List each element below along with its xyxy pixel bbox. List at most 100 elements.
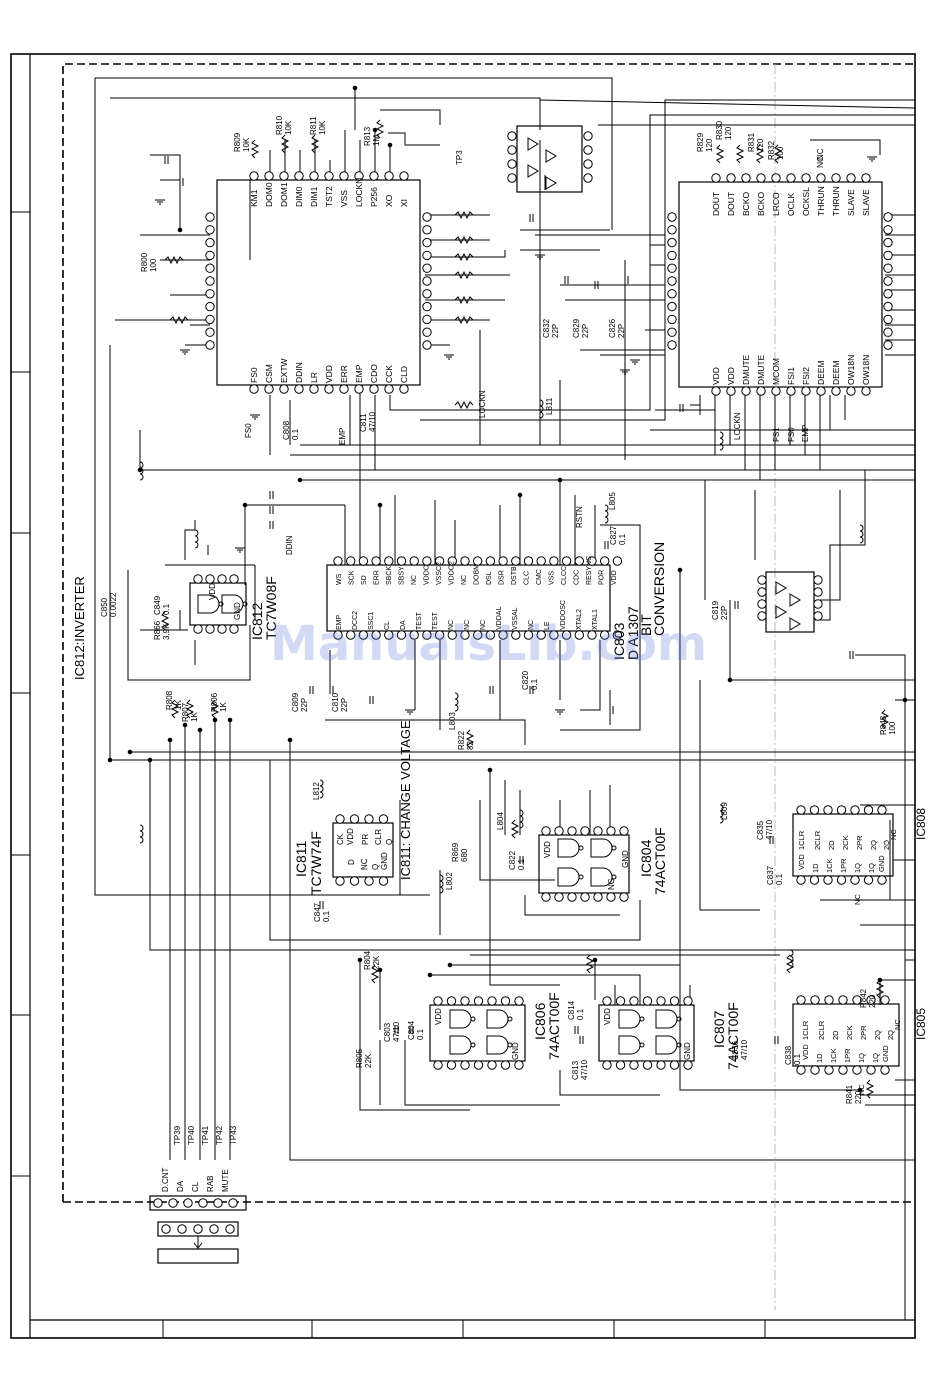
ic804-vdd-label: VDD bbox=[543, 841, 552, 858]
ic808a-bottom-pin-4 bbox=[850, 875, 860, 885]
sw1-buffer-0 bbox=[527, 137, 539, 151]
resistor-h-3 bbox=[454, 270, 474, 280]
inductor-label-2: L803 bbox=[448, 712, 457, 730]
ic808a-pin-label-13: NC bbox=[853, 894, 862, 905]
dsp-bottom-pin-6 bbox=[339, 384, 349, 394]
ic807-top-pin-1 bbox=[615, 996, 626, 1006]
resistor-v-2 bbox=[185, 699, 195, 719]
wiring-network bbox=[94, 77, 916, 1320]
ic803-top-pin-14 bbox=[511, 556, 521, 566]
ic803-top-pin-1 bbox=[346, 556, 356, 566]
wire-61 bbox=[404, 1040, 560, 1106]
ic803-top-pin-label-2: SD bbox=[361, 575, 368, 585]
ground-9 bbox=[555, 709, 565, 715]
wire-78 bbox=[479, 800, 555, 881]
connector-mid-pin-0 bbox=[161, 1224, 171, 1234]
resistor-value-13: 82 bbox=[466, 741, 475, 750]
ic808a-pin-label-3: 2D bbox=[827, 840, 836, 850]
resistor-value-16: 22K bbox=[372, 955, 381, 970]
ic803-top-pin-11 bbox=[473, 556, 483, 566]
ic803-top-pin-2 bbox=[358, 556, 369, 566]
dac-left-pin-9 bbox=[667, 327, 677, 337]
ic803-bottom-pin-20 bbox=[587, 630, 597, 640]
test-point-label-5: TP43 bbox=[229, 1125, 238, 1145]
dac-right-pin-8 bbox=[883, 314, 893, 325]
capacitor-ref-15: C837 bbox=[766, 865, 775, 885]
resistor-value-4: 100 bbox=[149, 258, 158, 272]
wire-0 bbox=[94, 78, 430, 896]
net-label-4: FS1 bbox=[772, 427, 781, 442]
ic803-top-pin-label-22: VDD bbox=[611, 570, 618, 585]
inductor-label-0: L811 bbox=[545, 397, 554, 415]
wire-58 bbox=[359, 960, 470, 1111]
dac-top-pin-label-10: SLAVE bbox=[861, 189, 871, 216]
dac-left-pin-2 bbox=[667, 237, 677, 248]
dac-bottom-pin-label-6: FSI2 bbox=[801, 367, 811, 385]
dsp-right-pin-8 bbox=[422, 314, 432, 325]
dsp-top-pin-5 bbox=[324, 171, 334, 181]
dac-left-pin-4 bbox=[667, 263, 677, 273]
ground-4 bbox=[630, 359, 640, 365]
ic803-bottom-pin-label-9: NC bbox=[480, 620, 487, 630]
connector-mid-pin-4 bbox=[225, 1224, 235, 1234]
ic808a-pin-label-9: 1CK bbox=[825, 858, 834, 873]
ic811-pin-label-2: PR bbox=[361, 834, 370, 845]
ic803-a1307: D A1307 bbox=[625, 606, 641, 660]
resistor-v-9 bbox=[865, 1079, 875, 1099]
switch-ic-top bbox=[516, 125, 583, 193]
junction-dot-5 bbox=[297, 477, 303, 483]
dsp-top-pin-0 bbox=[249, 171, 259, 181]
inductor-2 bbox=[539, 399, 544, 419]
resistor-value-14: 100 bbox=[888, 721, 897, 735]
connector-mid-pin-3 bbox=[209, 1224, 219, 1234]
resistor-ref-14: R843 bbox=[879, 715, 888, 735]
ic806-top-pin-1 bbox=[446, 996, 457, 1006]
inductor-label-5: L802 bbox=[445, 872, 454, 890]
dac-bottom-pin-label-3: DMUTE bbox=[756, 354, 766, 385]
capacitor-19 bbox=[519, 856, 524, 864]
net-label-9: NC bbox=[816, 148, 825, 160]
ic803-bottom-pin-22 bbox=[612, 630, 623, 640]
ground-3 bbox=[444, 354, 454, 360]
ic808b-bottom-pin-3 bbox=[838, 1065, 848, 1075]
ic803-top-pin-9 bbox=[447, 556, 457, 566]
ic811-pin-label-0: CK bbox=[336, 833, 345, 845]
dac-bottom-pin-label-2: DMUTE bbox=[741, 354, 751, 385]
dsp-left-pin-9 bbox=[205, 327, 215, 337]
wire-15 bbox=[149, 760, 915, 951]
dsp-bottom-pin-7 bbox=[354, 384, 364, 394]
wire-87 bbox=[184, 520, 196, 560]
dsp-top-pin-7 bbox=[354, 171, 364, 181]
ic803-bottom-pin-label-8: NC bbox=[464, 620, 471, 630]
dac-bottom-pin-0 bbox=[711, 386, 721, 396]
ic808b-top-pin-1 bbox=[810, 995, 820, 1005]
ic808a-bottom-pin-0 bbox=[796, 875, 806, 885]
dsp-top-pin-label-6: VSS bbox=[339, 190, 349, 207]
junction-dot-2 bbox=[387, 142, 393, 148]
dsp-bottom-pin-2 bbox=[279, 384, 289, 394]
ic803-top-pin-8 bbox=[434, 556, 445, 566]
ic812-body bbox=[189, 582, 247, 626]
wire-84 bbox=[127, 570, 160, 681]
junction-dot-24 bbox=[357, 957, 363, 963]
capacitor-value-19: 0.1 bbox=[576, 1008, 585, 1020]
junction-dot-22 bbox=[182, 722, 188, 728]
junction-dot-12 bbox=[857, 1087, 863, 1093]
test-point-label-4: TP42 bbox=[215, 1125, 224, 1145]
ic803-bottom-pin-2 bbox=[358, 630, 369, 640]
ic804-gate-2 bbox=[557, 867, 584, 887]
connector-top-pin-0 bbox=[153, 1198, 163, 1208]
dac-right-pin-5 bbox=[883, 276, 893, 286]
dac-top-pin-0 bbox=[711, 173, 721, 183]
ic803-bottom-pin-label-6: TEST bbox=[432, 611, 439, 630]
ic803-top-pin-label-21: POR bbox=[599, 570, 606, 585]
ic803-top-pin-7 bbox=[422, 556, 432, 566]
capacitor-4 bbox=[269, 521, 274, 529]
resistor-ref-13: R822 bbox=[457, 730, 466, 750]
net-label-5: FS0 bbox=[787, 427, 796, 442]
wire-2 bbox=[110, 97, 541, 130]
dac-top-pin-label-3: BCKO bbox=[756, 192, 766, 216]
wire-9 bbox=[420, 99, 915, 421]
sw2-buffer-2 bbox=[775, 605, 787, 619]
capacitor-value-1: 47/10 bbox=[368, 411, 377, 432]
